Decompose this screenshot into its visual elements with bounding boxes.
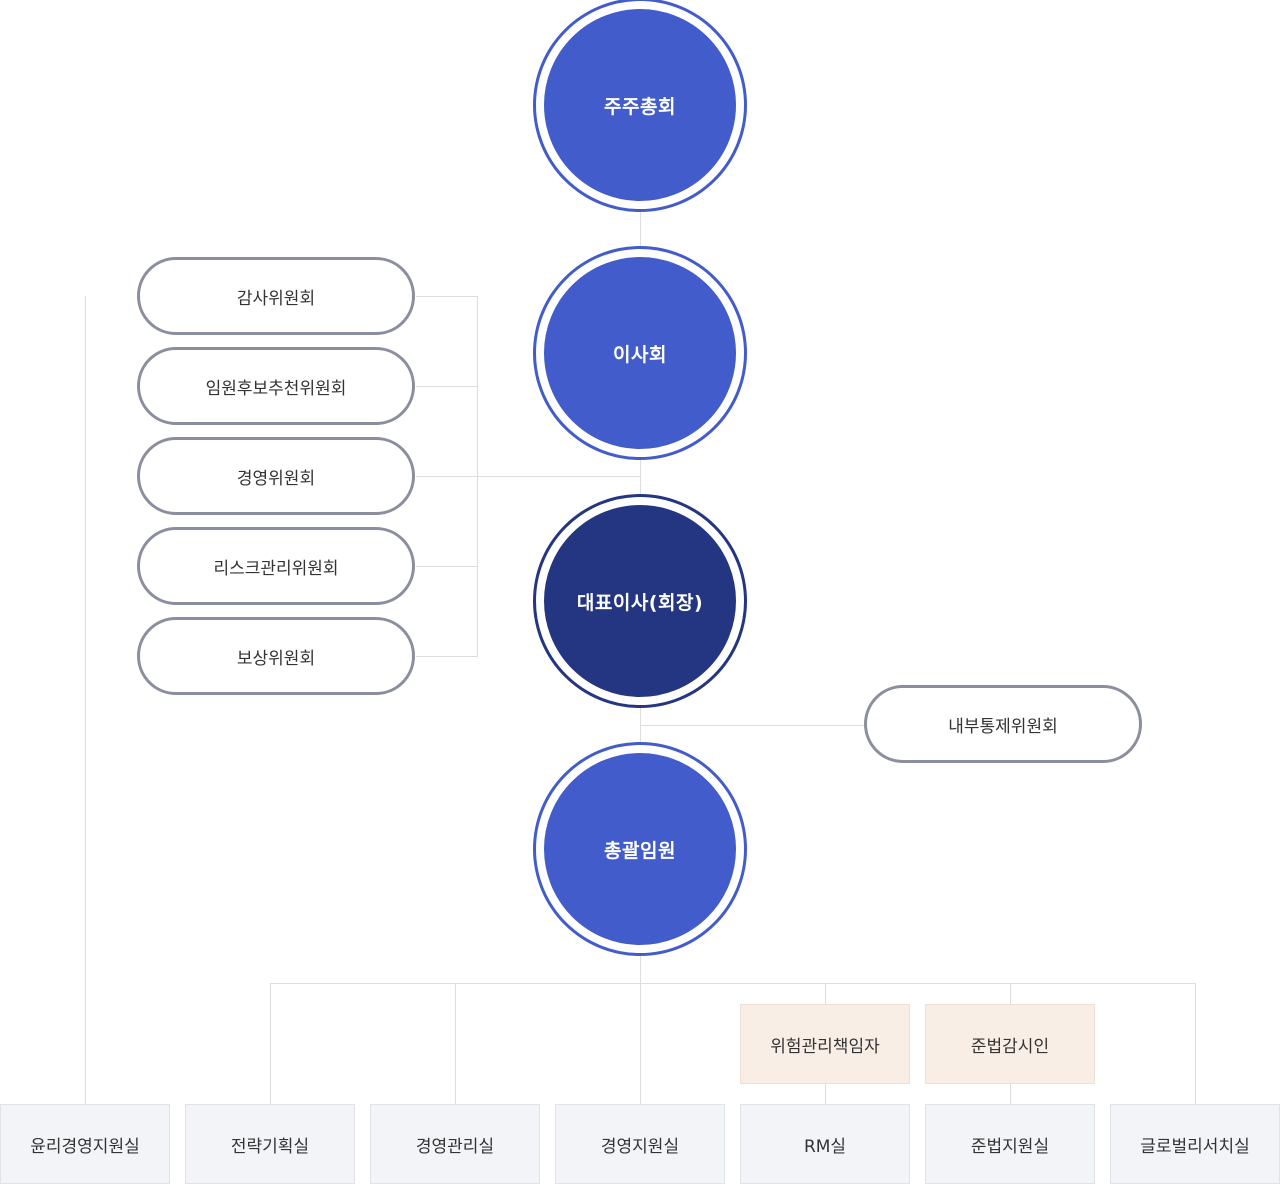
committee-audit: 감사위원회 [137,257,415,335]
committee-risk: 리스크관리위원회 [137,527,415,605]
committee-management: 경영위원회 [137,437,415,515]
committee-compensation: 보상위원회 [137,617,415,695]
dept-ethics-management: 윤리경영지원실 [0,1104,170,1184]
board-of-directors-node: 이사회 [536,249,744,457]
dept-rm: RM실 [740,1104,910,1184]
risk-officer-tag: 위험관리책임자 [740,1004,910,1084]
dept-strategic-planning: 전략기획실 [185,1104,355,1184]
dept-compliance-support: 준법지원실 [925,1104,1095,1184]
executives-node: 총괄임원 [536,745,744,953]
committee-nomination: 임원후보추천위원회 [137,347,415,425]
dept-management-control: 경영관리실 [370,1104,540,1184]
internal-control-committee: 내부통제위원회 [864,685,1142,763]
dept-management-support: 경영지원실 [555,1104,725,1184]
compliance-officer-tag: 준법감시인 [925,1004,1095,1084]
ceo-node: 대표이사(회장) [536,497,744,705]
shareholders-meeting-node: 주주총회 [536,1,744,209]
dept-global-research: 글로벌리서치실 [1110,1104,1280,1184]
